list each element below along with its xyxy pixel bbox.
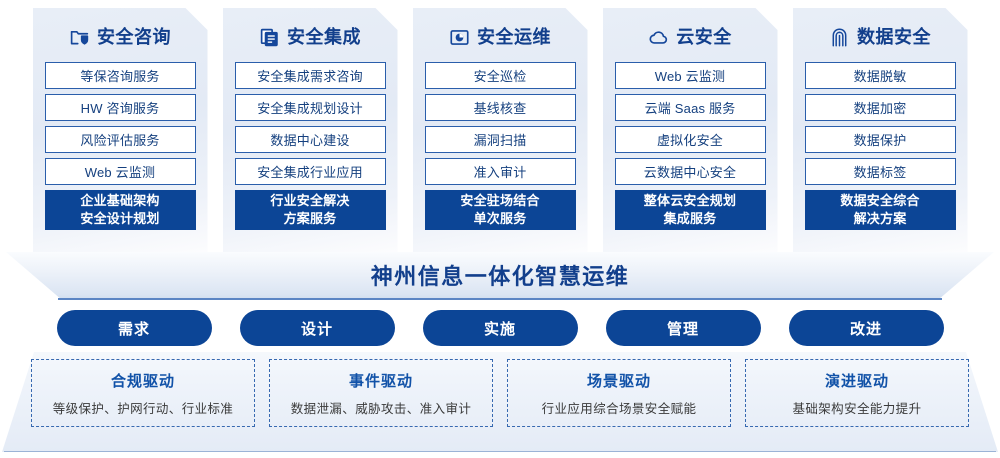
- service-item[interactable]: 安全集成需求咨询: [235, 62, 386, 89]
- column-title: 云安全: [676, 27, 732, 47]
- column-header: 云安全: [615, 20, 766, 54]
- service-highlight-box[interactable]: 整体云安全规划 集成服务: [615, 190, 766, 230]
- service-item[interactable]: 风险评估服务: [45, 126, 196, 153]
- service-item[interactable]: 云端 Saas 服务: [615, 94, 766, 121]
- column-title: 安全运维: [477, 27, 551, 47]
- service-item[interactable]: 准入审计: [425, 158, 576, 185]
- document-copy-icon: [259, 27, 280, 48]
- banner-title: 神州信息一体化智慧运维: [370, 264, 630, 289]
- service-highlight-box[interactable]: 企业基础架构 安全设计规划: [45, 190, 196, 230]
- drivers-bottom-edge: [4, 450, 996, 452]
- service-item[interactable]: 等保咨询服务: [45, 62, 196, 89]
- service-columns-row: 安全咨询 等保咨询服务 HW 咨询服务 风险评估服务 Web 云监测 企业基础架…: [0, 8, 1000, 256]
- column-title: 数据安全: [857, 27, 931, 47]
- folder-chart-icon: [449, 27, 470, 48]
- banner-bottom-edge: [58, 298, 942, 300]
- service-item[interactable]: 数据脱敏: [805, 62, 956, 89]
- driver-title: 场景驱动: [586, 372, 651, 390]
- service-highlight-box[interactable]: 行业安全解决 方案服务: [235, 190, 386, 230]
- driver-description: 基础架构安全能力提升: [792, 401, 922, 416]
- process-pill-management[interactable]: 管理: [605, 310, 761, 346]
- service-item[interactable]: 安全巡检: [425, 62, 576, 89]
- column-header: 安全运维: [425, 20, 576, 54]
- column-header: 安全集成: [235, 20, 386, 54]
- driver-title: 合规驱动: [110, 372, 175, 390]
- service-highlight-box[interactable]: 数据安全综合 解决方案: [805, 190, 956, 230]
- drivers-section: 合规驱动 等级保护、护网行动、行业标准 事件驱动 数据泄漏、威胁攻击、准入审计 …: [0, 352, 1000, 452]
- column-header: 数据安全: [805, 20, 956, 54]
- service-item[interactable]: 安全集成规划设计: [235, 94, 386, 121]
- process-pill-requirements[interactable]: 需求: [56, 310, 212, 346]
- highlight-line-2: 方案服务: [283, 211, 337, 226]
- driver-card-incident[interactable]: 事件驱动 数据泄漏、威胁攻击、准入审计: [269, 359, 493, 427]
- service-item[interactable]: 云数据中心安全: [615, 158, 766, 185]
- highlight-line-2: 安全设计规划: [80, 211, 160, 226]
- highlight-line-2: 集成服务: [663, 211, 717, 226]
- platform-banner: 神州信息一体化智慧运维: [0, 252, 1000, 300]
- process-pill-improvement[interactable]: 改进: [788, 310, 944, 346]
- highlight-line-1: 企业基础架构: [80, 193, 160, 209]
- service-item[interactable]: 数据保护: [805, 126, 956, 153]
- banner-shape: [6, 252, 994, 300]
- service-item[interactable]: 数据加密: [805, 94, 956, 121]
- service-item[interactable]: 数据标签: [805, 158, 956, 185]
- column-title: 安全集成: [287, 27, 361, 47]
- column-title: 安全咨询: [97, 27, 171, 47]
- process-pills-row: 需求 设计 实施 管理 改进: [0, 310, 1000, 346]
- driver-card-compliance[interactable]: 合规驱动 等级保护、护网行动、行业标准: [31, 359, 255, 427]
- highlight-line-1: 安全驻场结合: [460, 193, 540, 209]
- drivers-row: 合规驱动 等级保护、护网行动、行业标准 事件驱动 数据泄漏、威胁攻击、准入审计 …: [0, 352, 1000, 452]
- service-item[interactable]: 漏洞扫描: [425, 126, 576, 153]
- service-item[interactable]: 基线核查: [425, 94, 576, 121]
- cloud-icon: [648, 27, 669, 48]
- process-pill-implementation[interactable]: 实施: [422, 310, 578, 346]
- service-item[interactable]: Web 云监测: [615, 62, 766, 89]
- driver-card-scenario[interactable]: 场景驱动 行业应用综合场景安全赋能: [507, 359, 731, 427]
- highlight-line-1: 整体云安全规划: [643, 193, 737, 209]
- service-column-security-consulting: 安全咨询 等保咨询服务 HW 咨询服务 风险评估服务 Web 云监测 企业基础架…: [33, 8, 208, 256]
- driver-title: 演进驱动: [824, 372, 889, 390]
- folder-shield-icon: [69, 27, 90, 48]
- driver-description: 行业应用综合场景安全赋能: [541, 401, 697, 416]
- column-header: 安全咨询: [45, 20, 196, 54]
- service-highlight-box[interactable]: 安全驻场结合 单次服务: [425, 190, 576, 230]
- process-pill-design[interactable]: 设计: [239, 310, 395, 346]
- service-item[interactable]: Web 云监测: [45, 158, 196, 185]
- highlight-line-1: 行业安全解决: [270, 193, 350, 209]
- driver-title: 事件驱动: [348, 372, 413, 390]
- driver-description: 数据泄漏、威胁攻击、准入审计: [290, 401, 472, 416]
- service-item[interactable]: HW 咨询服务: [45, 94, 196, 121]
- service-item[interactable]: 数据中心建设: [235, 126, 386, 153]
- service-column-security-integration: 安全集成 安全集成需求咨询 安全集成规划设计 数据中心建设 安全集成行业应用 行…: [223, 8, 398, 256]
- highlight-line-2: 解决方案: [853, 211, 907, 226]
- drivers-shape: [2, 352, 998, 452]
- fingerprint-icon: [829, 27, 850, 48]
- driver-description: 等级保护、护网行动、行业标准: [52, 401, 234, 416]
- service-item[interactable]: 虚拟化安全: [615, 126, 766, 153]
- driver-card-evolution[interactable]: 演进驱动 基础架构安全能力提升: [745, 359, 969, 427]
- service-column-data-security: 数据安全 数据脱敏 数据加密 数据保护 数据标签 数据安全综合 解决方案: [793, 8, 968, 256]
- service-item[interactable]: 安全集成行业应用: [235, 158, 386, 185]
- highlight-line-1: 数据安全综合: [840, 193, 920, 209]
- highlight-line-2: 单次服务: [473, 211, 527, 226]
- service-column-cloud-security: 云安全 Web 云监测 云端 Saas 服务 虚拟化安全 云数据中心安全 整体云…: [603, 8, 778, 256]
- service-column-security-operations: 安全运维 安全巡检 基线核查 漏洞扫描 准入审计 安全驻场结合 单次服务: [413, 8, 588, 256]
